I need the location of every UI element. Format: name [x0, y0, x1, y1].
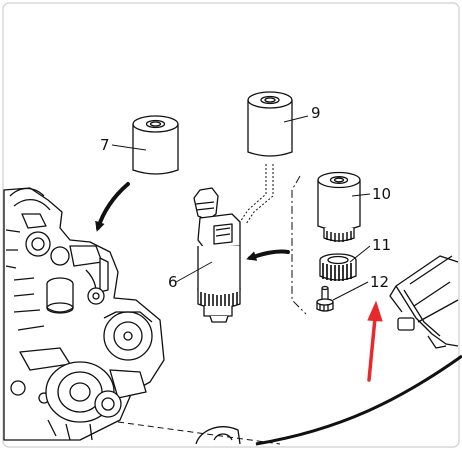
part-11-nut-seal [319, 253, 357, 281]
callout-9: 9 [311, 104, 321, 122]
arrow-kit-to-housing [246, 249, 290, 261]
part-7-filter-cartridge [132, 115, 179, 175]
callout-6: 6 [168, 273, 178, 291]
callout-7: 7 [100, 136, 110, 154]
kit-bracket [291, 175, 307, 315]
part-6-filter-housing [193, 187, 241, 323]
service-stand [389, 255, 459, 349]
part-9-filter-cartridge [247, 91, 293, 157]
harness-curve [255, 354, 462, 446]
arrow-7-to-engine [95, 182, 130, 232]
callout-11: 11 [372, 236, 391, 254]
guide-dotted-9 [239, 164, 267, 223]
red-highlight-arrow [367, 300, 383, 382]
callout-10: 10 [372, 185, 391, 203]
guide-dotted-9b [245, 164, 274, 225]
callout-12: 12 [370, 273, 389, 291]
part-10-filter-element [317, 171, 361, 242]
lower-parts [117, 421, 281, 445]
leader-lines [111, 115, 371, 301]
engine-block [3, 187, 165, 441]
part-12-drain-plug [316, 285, 334, 312]
